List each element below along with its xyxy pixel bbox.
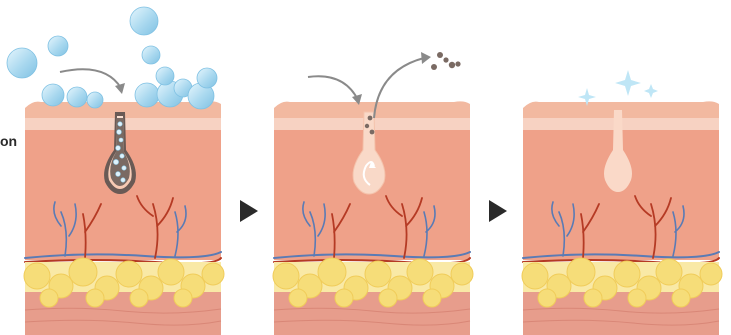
panel-1	[7, 7, 224, 335]
flow-arrow	[60, 69, 121, 88]
removed-dirt	[431, 52, 461, 70]
outflow-arrowhead	[421, 52, 431, 64]
panel-2	[273, 52, 473, 335]
inflow-arrow	[308, 76, 358, 100]
panel-3	[522, 70, 722, 335]
sparkles	[578, 70, 658, 106]
floating-bubbles	[7, 7, 160, 78]
next-step-arrow-1	[240, 200, 258, 222]
flow-arrowhead	[115, 83, 125, 94]
next-step-arrow-2	[489, 200, 507, 222]
